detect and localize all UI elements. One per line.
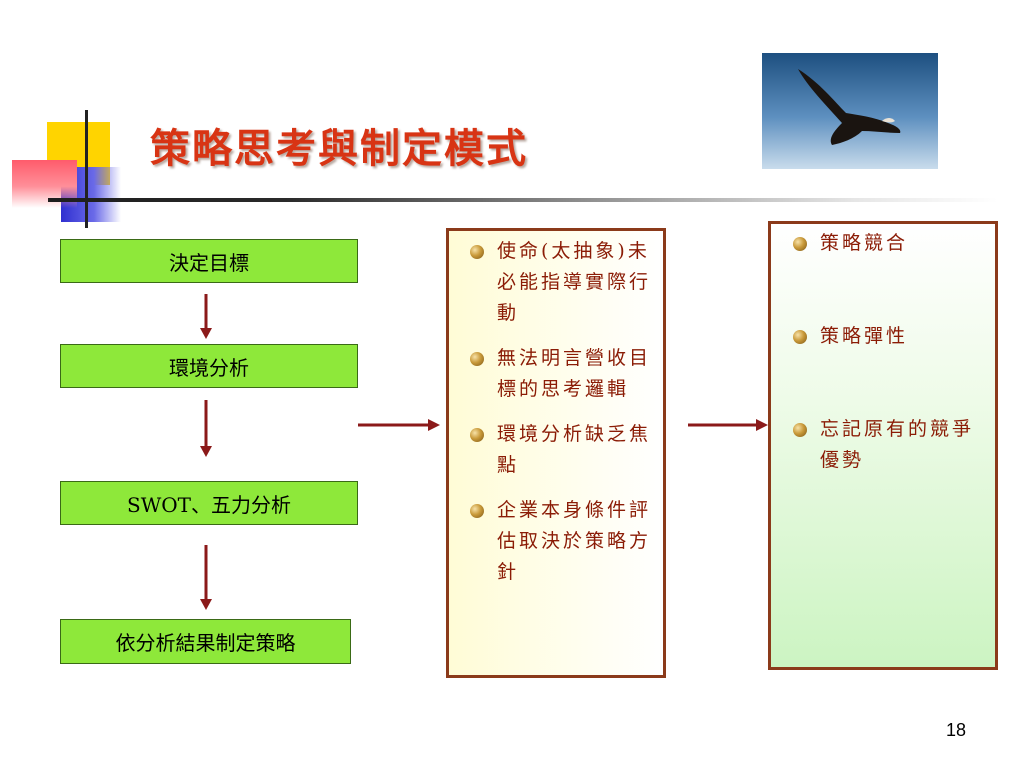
arrow-down-2 [200, 400, 212, 457]
list-item: 忘記原有的競爭優勢 [793, 414, 980, 476]
arrow-down-3 [200, 545, 212, 610]
step-environment-analysis: 環境分析 [60, 344, 358, 388]
arrow-right-2 [688, 419, 768, 431]
arrow-right-1 [358, 419, 440, 431]
bullet-icon [470, 352, 484, 366]
step-swot-five-forces: SWOT、五力分析 [60, 481, 358, 525]
list-item: 無法明言營收目標的思考邏輯 [470, 343, 657, 405]
list-item: 環境分析缺乏焦點 [470, 419, 657, 481]
list-item: 使命(太抽象)未必能指導實際行動 [470, 236, 657, 329]
problems-panel [446, 228, 666, 678]
eagle-photo [762, 53, 938, 169]
bullet-icon [470, 245, 484, 259]
step-formulate-strategy: 依分析結果制定策略 [60, 619, 351, 664]
problems-list: 使命(太抽象)未必能指導實際行動 無法明言營收目標的思考邏輯 環境分析缺乏焦點 … [470, 236, 657, 602]
results-list: 策略競合 策略彈性 忘記原有的競爭優勢 [793, 228, 980, 476]
slide-title: 策略思考與制定模式 [150, 126, 528, 172]
page-number: 18 [946, 720, 967, 740]
list-item: 策略彈性 [793, 321, 980, 352]
results-panel [768, 221, 998, 670]
bullet-icon [793, 423, 807, 437]
title-underline [48, 198, 998, 202]
bullet-icon [793, 237, 807, 251]
bullet-icon [470, 504, 484, 518]
logo-vertical-line [85, 110, 88, 228]
arrow-down-1 [200, 294, 212, 339]
bullet-icon [470, 428, 484, 442]
list-item: 企業本身條件評估取決於策略方針 [470, 495, 657, 588]
list-item: 策略競合 [793, 228, 980, 259]
bullet-icon [793, 330, 807, 344]
step-set-goal: 決定目標 [60, 239, 358, 283]
